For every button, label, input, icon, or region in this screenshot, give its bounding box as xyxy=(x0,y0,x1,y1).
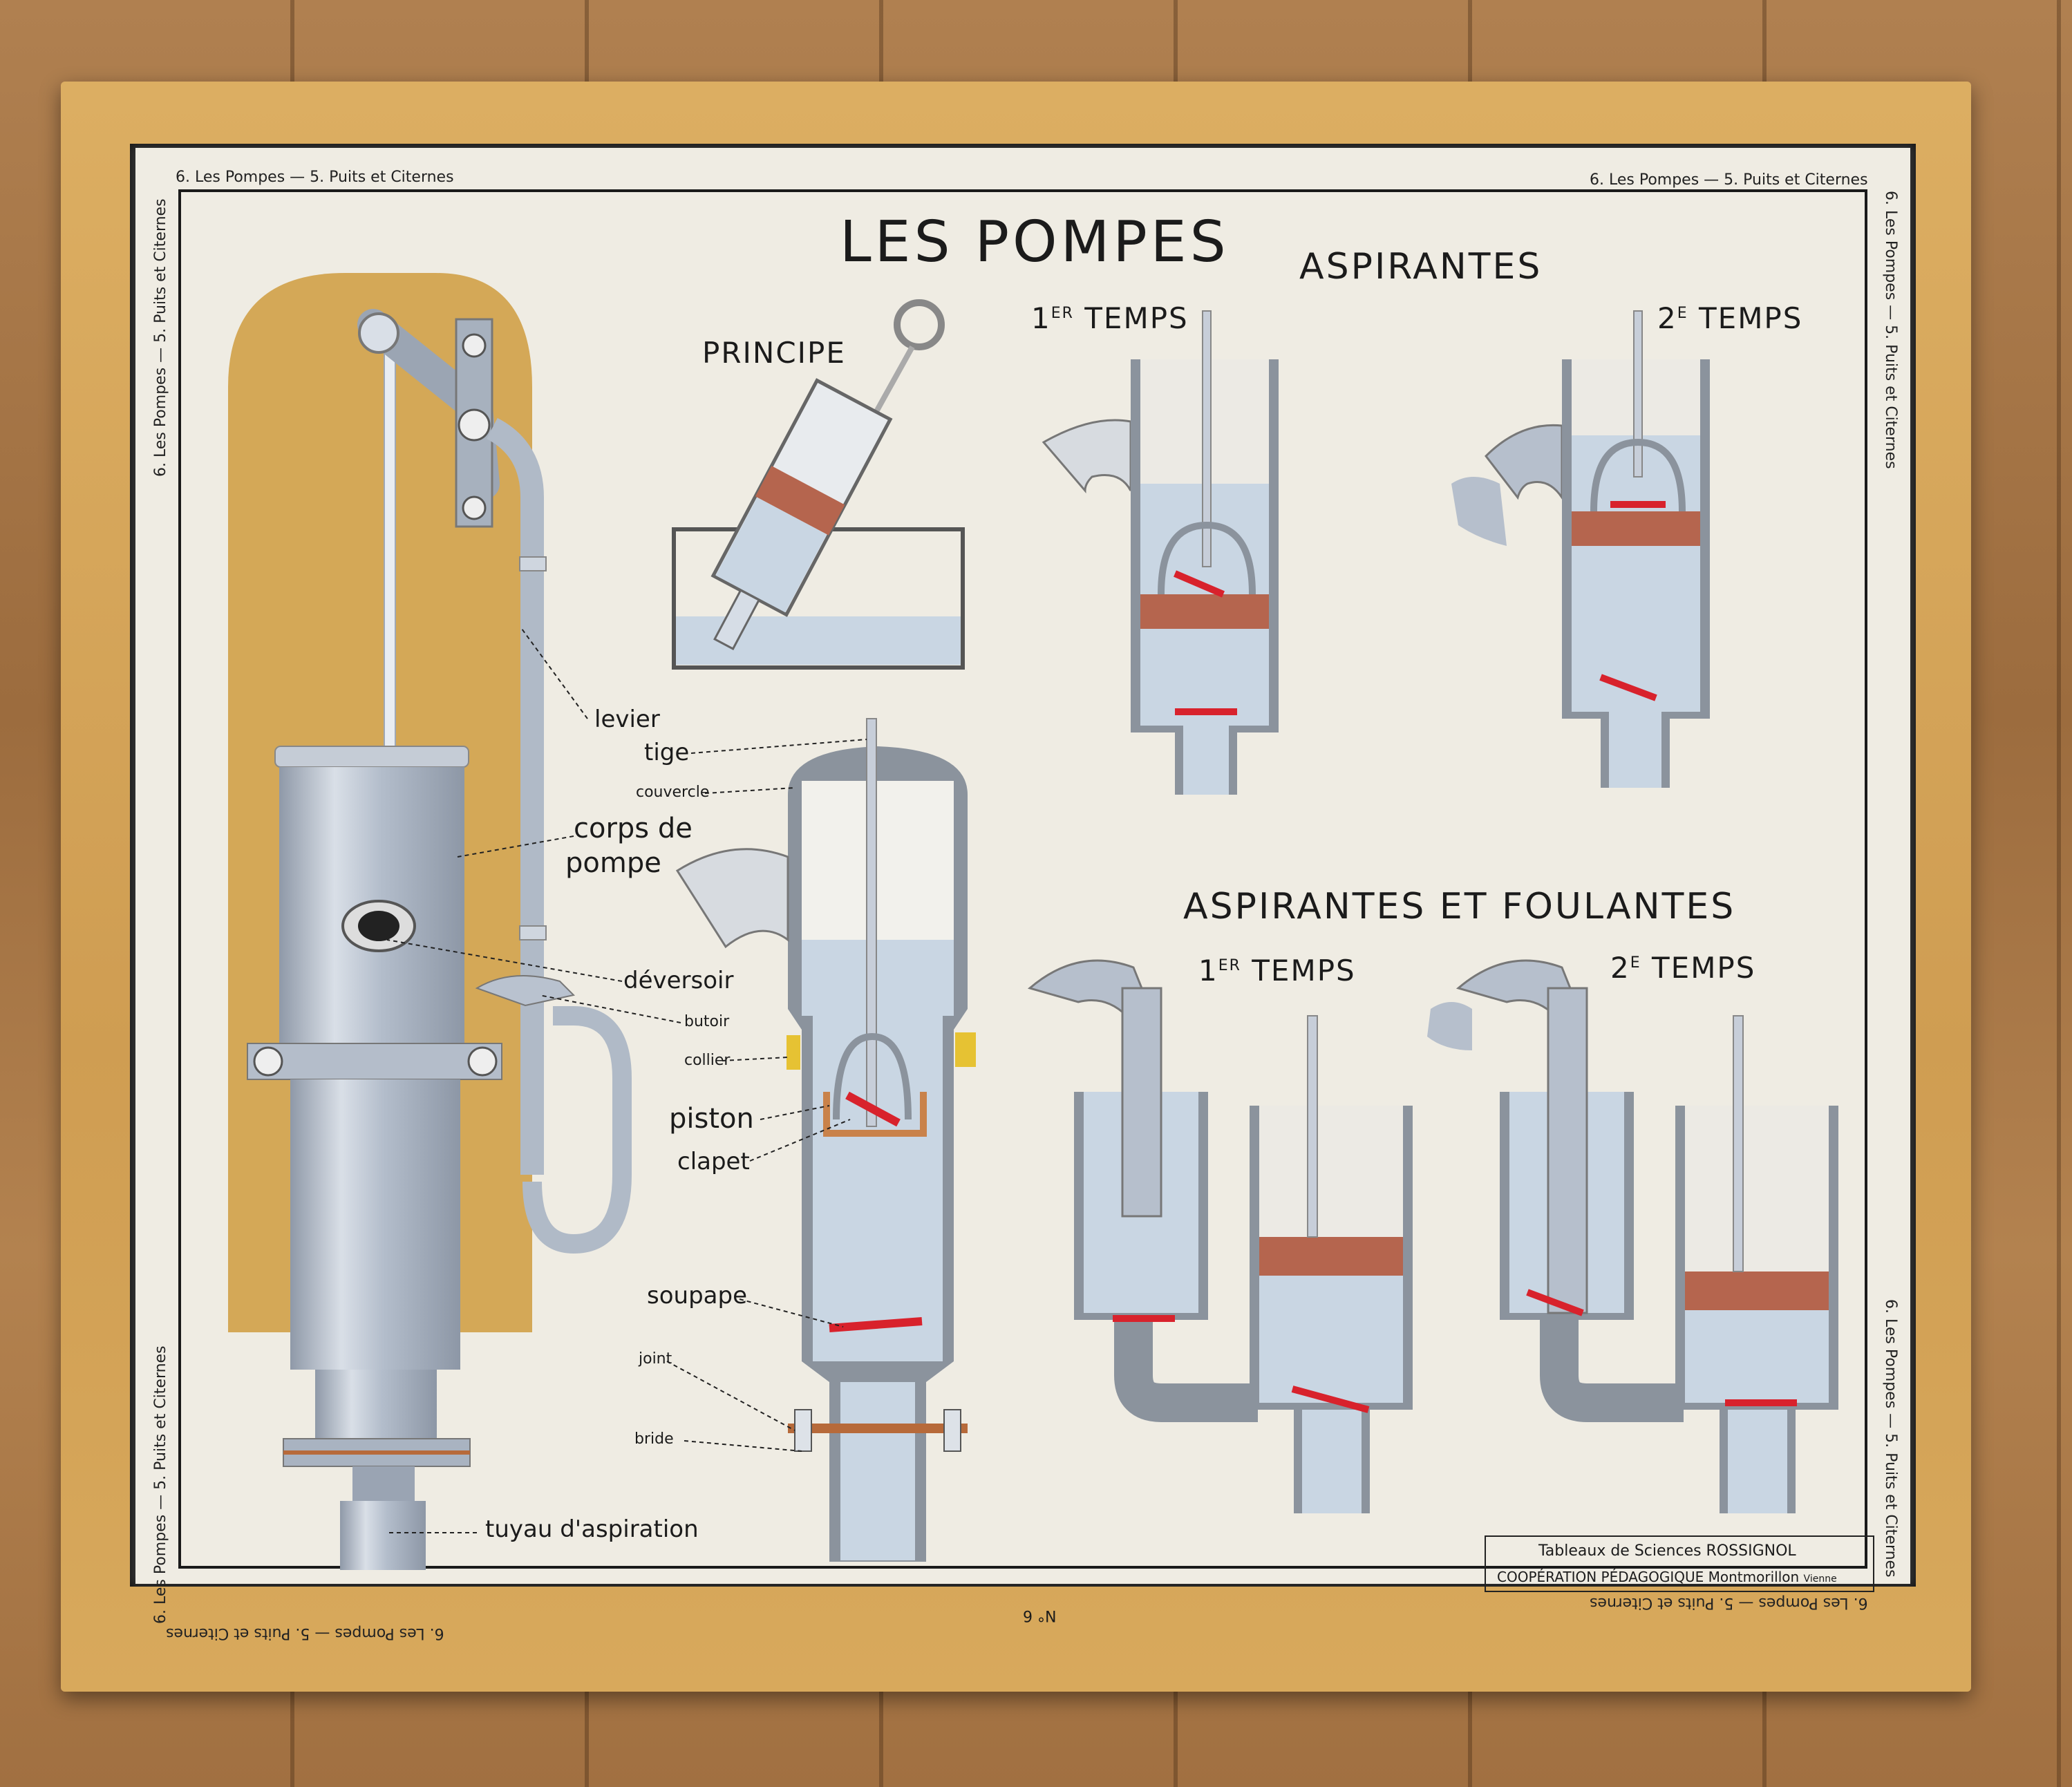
foulante-temps1 xyxy=(1027,959,1413,1513)
label-levier: levier xyxy=(594,706,660,733)
temps-number: 1 xyxy=(1198,954,1218,987)
edge-caption-bottom-left: 6. Les Pompes — 5. Puits et Citernes xyxy=(166,1625,444,1642)
poster-border xyxy=(178,189,1867,1569)
label-couvercle: couvercle xyxy=(636,784,710,801)
edge-caption-top-left: 6. Les Pompes — 5. Puits et Citernes xyxy=(176,169,454,186)
label-joint: joint xyxy=(639,1350,672,1368)
edge-caption-top-right: 6. Les Pompes — 5. Puits et Citernes xyxy=(1590,171,1868,189)
foulante-temps2 xyxy=(1427,959,1838,1513)
label-soupape: soupape xyxy=(647,1282,747,1309)
principe-illustration xyxy=(672,299,965,670)
main-title: LES POMPES xyxy=(840,209,1230,275)
edge-caption-left-top: 6. Les Pompes — 5. Puits et Citernes xyxy=(152,198,169,477)
label-corps-de: corps de xyxy=(574,813,693,844)
temps-sup: E xyxy=(1677,305,1688,322)
lever-arm xyxy=(357,309,632,1254)
temps-number: 1 xyxy=(1031,301,1051,335)
temps-word: TEMPS xyxy=(1252,954,1356,987)
temps-sup: ER xyxy=(1051,305,1074,322)
heading-aspirantes: ASPIRANTES xyxy=(1299,246,1543,287)
heading-temps2-bottom: 2E TEMPS xyxy=(1610,954,1755,983)
temps-word: TEMPS xyxy=(1652,951,1756,985)
label-butoir: butoir xyxy=(684,1013,730,1030)
temps-number: 2 xyxy=(1657,301,1677,335)
credit-region: Vienne xyxy=(1803,1573,1837,1585)
leader-lines xyxy=(386,628,867,1533)
heading-temps1-top: 1ER TEMPS xyxy=(1031,304,1189,333)
heading-principe: PRINCIPE xyxy=(702,336,846,370)
label-piston: piston xyxy=(669,1103,754,1135)
aspirante-temps1 xyxy=(1042,310,1279,795)
label-bride: bride xyxy=(634,1430,674,1448)
heading-temps1-bottom: 1ER TEMPS xyxy=(1198,956,1356,985)
temps-word: TEMPS xyxy=(1084,301,1189,335)
aspirante-temps2 xyxy=(1451,310,1710,788)
edge-caption-right-bottom: 6. Les Pompes — 5. Puits et Citernes xyxy=(1882,1299,1899,1578)
credit-box xyxy=(1485,1535,1874,1592)
credit-line2: COOPÉRATION PÉDAGOGIQUE Montmorillon Vie… xyxy=(1497,1570,1837,1584)
credit-cooperation: COOPÉRATION PÉDAGOGIQUE xyxy=(1497,1569,1704,1585)
label-clapet: clapet xyxy=(677,1148,750,1175)
temps-sup: ER xyxy=(1218,957,1241,974)
label-pompe: pompe xyxy=(565,847,661,879)
label-tuyau-aspiration: tuyau d'aspiration xyxy=(485,1515,699,1543)
plate-number: N° 6 xyxy=(1023,1607,1057,1624)
hand-pump-illustration xyxy=(228,273,632,1570)
edge-caption-bottom-right: 6. Les Pompes — 5. Puits et Citernes xyxy=(1590,1594,1868,1611)
heading-temps2-top: 2E TEMPS xyxy=(1657,304,1802,333)
label-deversoir: déversoir xyxy=(623,967,734,994)
edge-caption-left-bottom: 6. Les Pompes — 5. Puits et Citernes xyxy=(152,1345,169,1624)
temps-sup: E xyxy=(1630,954,1641,972)
credit-line1: Tableaux de Sciences ROSSIGNOL xyxy=(1538,1542,1796,1560)
label-tige: tige xyxy=(644,739,690,766)
temps-word: TEMPS xyxy=(1699,301,1803,335)
temps-number: 2 xyxy=(1610,951,1630,985)
edge-caption-right-top: 6. Les Pompes — 5. Puits et Citernes xyxy=(1882,191,1899,469)
credit-city: Montmorillon xyxy=(1708,1569,1800,1585)
heading-aspirantes-foulantes: ASPIRANTES ET FOULANTES xyxy=(1183,886,1736,927)
label-collier: collier xyxy=(684,1052,731,1069)
cross-section-pump xyxy=(675,718,976,1562)
